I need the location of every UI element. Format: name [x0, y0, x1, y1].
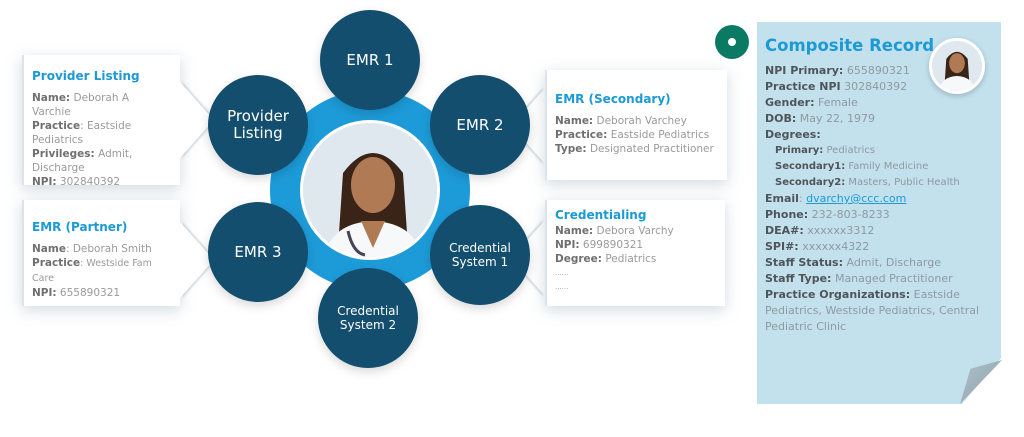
emr-secondary-card: EMR (Secondary) Name: Deborah Varchey Pr…	[545, 70, 727, 180]
card-title: Provider Listing	[32, 69, 140, 83]
staff-status: Staff Status: Admit, Discharge	[765, 256, 941, 269]
doctor-avatar-icon	[303, 123, 437, 257]
card-row: NPI: 302840392	[32, 176, 121, 188]
emr-partner-card: EMR (Partner) Name: Deborah Smith Practi…	[22, 200, 180, 306]
dea: DEA#: xxxxxx3312	[765, 224, 875, 237]
composite-title: Composite Record	[765, 36, 935, 55]
card-row: ......	[555, 283, 569, 291]
card-row: Practice: Westside Fam Care	[32, 257, 152, 284]
node-emr-3[interactable]: EMR 3	[208, 202, 308, 302]
card-row: Name: Debora Varchy	[555, 225, 674, 237]
card-row: ......	[555, 269, 569, 277]
card-row: Practice: Eastside Pediatrics	[555, 129, 710, 141]
card-row: Degree: Pediatrics	[555, 253, 657, 265]
credentialing-card: Credentialing Name: Debora Varchy NPI: 6…	[545, 200, 725, 306]
gender: Gender: Female	[765, 96, 858, 109]
staff-type: Staff Type: Managed Practitioner	[765, 272, 953, 285]
degrees-label: Degrees:	[765, 128, 821, 141]
card-title: Credentialing	[555, 208, 647, 222]
card-row: Name: Deborah A Varchie	[32, 92, 130, 118]
degree-primary: Primary: Pediatrics	[775, 145, 876, 156]
practice-organizations: Practice Organizations: Eastside Pediatr…	[765, 288, 980, 333]
composite-avatar	[929, 38, 985, 94]
card-row: Name: Deborah Varchey	[555, 115, 687, 127]
email: Email: dvarchy@ccc.com	[765, 192, 907, 205]
card-row: Privileges: Admit, Discharge	[32, 148, 133, 174]
email-link[interactable]: dvarchy@ccc.com	[806, 192, 907, 205]
spi: SPI#: xxxxxx4322	[765, 240, 870, 253]
node-emr-1[interactable]: EMR 1	[320, 10, 420, 110]
card-row: Name: Deborah Smith	[32, 243, 152, 255]
doctor-avatar-icon	[932, 41, 982, 91]
card-title: EMR (Secondary)	[555, 92, 671, 106]
card-row: Practice: Eastside Pediatrics	[32, 120, 132, 146]
degree-secondary1: Secondary1: Family Medicine	[775, 161, 929, 172]
phone: Phone: 232-803-8233	[765, 208, 890, 221]
card-title: EMR (Partner)	[32, 220, 128, 234]
doctor-photo	[300, 120, 440, 260]
card-row: Type: Designated Practitioner	[555, 143, 714, 155]
practice-npi: Practice NPI 302840392	[765, 80, 908, 93]
degree-secondary2: Secondary2: Masters, Public Health	[775, 177, 960, 188]
status-dot-icon	[715, 25, 749, 59]
node-emr-2[interactable]: EMR 2	[430, 75, 530, 175]
card-row: NPI: 699890321	[555, 239, 644, 251]
npi-primary: NPI Primary: 655890321	[765, 64, 910, 77]
card-row: NPI: 655890321	[32, 287, 121, 299]
dob: DOB: May 22, 1979	[765, 112, 875, 125]
provider-listing-card: Provider Listing Name: Deborah A Varchie…	[22, 55, 180, 188]
